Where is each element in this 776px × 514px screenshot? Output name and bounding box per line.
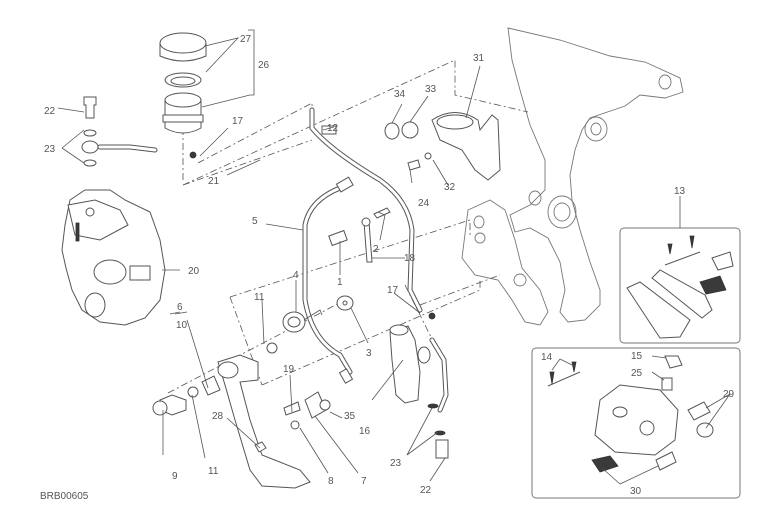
callout-14: 14 <box>541 352 553 363</box>
caliper-hose <box>81 96 158 167</box>
callout-18: 18 <box>404 253 416 264</box>
caliper-kit-inset <box>531 347 741 499</box>
reservoir-hose <box>309 107 436 320</box>
brake-line <box>302 176 354 384</box>
callout-23-b: 23 <box>390 458 402 469</box>
master-cylinder <box>389 324 449 459</box>
callout-31: 31 <box>473 53 485 64</box>
callout-26: 26 <box>258 60 270 71</box>
callout-labels: 27 26 22 23 17 21 12 34 33 31 32 24 5 2 … <box>40 34 735 502</box>
callout-4: 4 <box>293 270 299 281</box>
callout-21: 21 <box>208 176 220 187</box>
rear-caliper <box>61 189 166 326</box>
callout-10: 10 <box>176 320 188 331</box>
callout-35: 35 <box>344 411 356 422</box>
callout-30: 30 <box>630 486 642 497</box>
callout-17: 17 <box>232 116 244 127</box>
callout-22-b: 22 <box>420 485 432 496</box>
callout-5: 5 <box>252 216 258 227</box>
brake-pedal <box>152 342 331 489</box>
callout-17-b: 17 <box>387 285 399 296</box>
callout-11-a: 11 <box>254 292 265 303</box>
callout-25: 25 <box>631 368 643 379</box>
reservoir-bracket <box>321 112 501 181</box>
callout-2: 2 <box>373 244 379 255</box>
callout-33: 33 <box>425 84 437 95</box>
callout-3: 3 <box>366 348 372 359</box>
callout-28: 28 <box>212 411 224 422</box>
callout-13: 13 <box>674 186 686 197</box>
callout-16: 16 <box>359 426 371 437</box>
reservoir-assembly <box>159 32 207 159</box>
linkage-parts <box>282 207 391 333</box>
callout-22: 22 <box>44 106 56 117</box>
callout-9: 9 <box>172 471 178 482</box>
callout-11-b: 11 <box>208 466 219 477</box>
callout-1: 1 <box>337 277 343 288</box>
motorcycle-frame <box>461 27 684 326</box>
callout-15: 15 <box>631 351 643 362</box>
drawing-code: BRB00605 <box>40 491 89 502</box>
assembly-lines <box>167 59 529 394</box>
callout-19: 19 <box>283 364 295 375</box>
callout-7: 7 <box>361 476 367 487</box>
callout-32: 32 <box>444 182 456 193</box>
callout-6: 6 <box>177 302 183 313</box>
callout-34: 34 <box>394 89 406 100</box>
leader-lines <box>57 29 731 485</box>
callout-27: 27 <box>240 34 252 45</box>
callout-23: 23 <box>44 144 56 155</box>
callout-12: 12 <box>327 123 339 134</box>
callout-29: 29 <box>723 389 735 400</box>
callout-20: 20 <box>188 266 200 277</box>
callout-24: 24 <box>418 198 430 209</box>
callout-8: 8 <box>328 476 334 487</box>
brake-pads-inset <box>619 227 741 344</box>
